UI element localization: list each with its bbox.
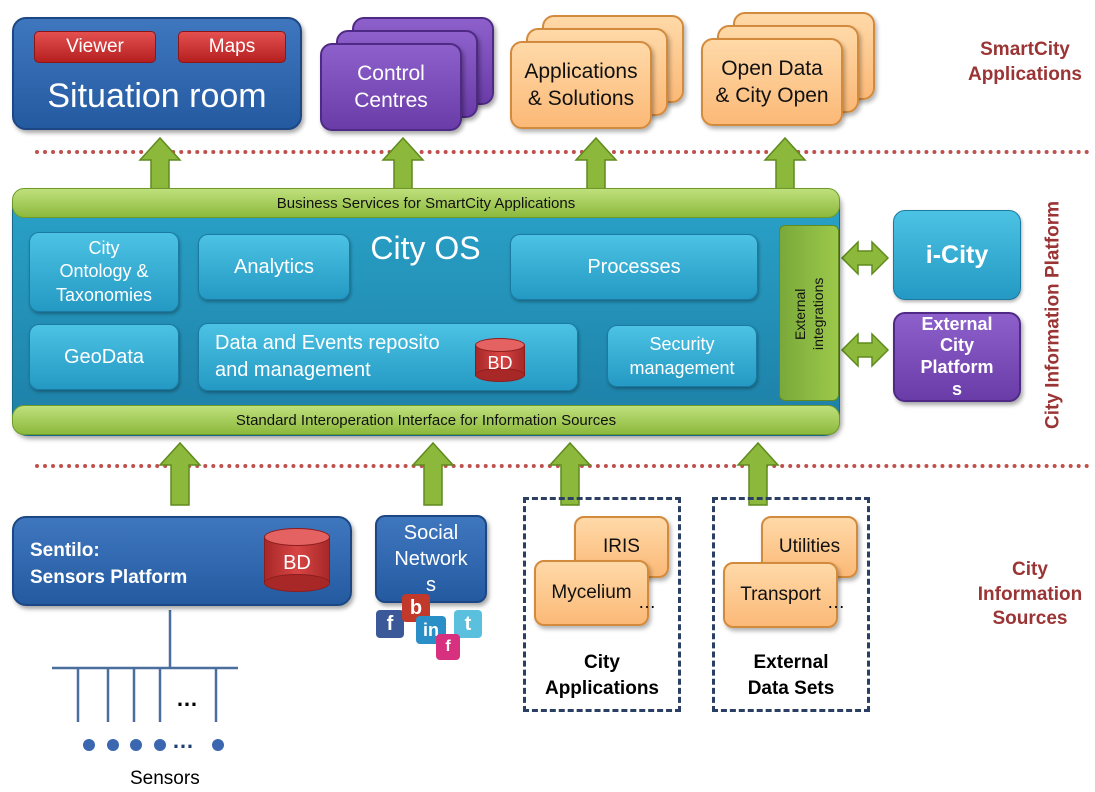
business-services-bar: Business Services for SmartCity Applicat… xyxy=(12,188,840,218)
security-box[interactable]: Security management xyxy=(607,325,757,387)
sensors-dots-ellipsis: … xyxy=(172,728,194,753)
maps-button[interactable]: Maps xyxy=(178,31,286,63)
arrow-external-platforms xyxy=(841,333,889,367)
arrow-icity xyxy=(841,241,889,275)
control-centres-box: Control Centres xyxy=(320,43,462,131)
situation-room-box: Viewer Maps Situation room xyxy=(12,17,302,130)
arrow-up-ext-data xyxy=(737,442,779,506)
bd-database-icon: BD xyxy=(475,338,525,382)
transport-box[interactable]: Transport xyxy=(723,562,838,628)
geodata-box[interactable]: GeoData xyxy=(29,324,179,390)
city-apps-ellipsis: … xyxy=(638,592,656,612)
twitter-icon[interactable]: t xyxy=(454,610,482,638)
analytics-box[interactable]: Analytics xyxy=(198,234,350,300)
applications-box: Applications & Solutions xyxy=(510,41,652,129)
sentilo-bd-label: BD xyxy=(283,551,311,574)
sensors-upper-ellipsis: … xyxy=(176,686,198,711)
city-applications-group: IRIS Mycelium … City Applications xyxy=(523,497,681,712)
sentilo-bd-icon: BD xyxy=(264,528,330,594)
smartcity-applications-label: SmartCity Applications xyxy=(967,39,1082,85)
top-divider xyxy=(35,150,1090,154)
arrow-up-social xyxy=(412,442,454,506)
sentilo-label: Sentilo: Sensors Platform xyxy=(30,540,188,588)
facebook-icon[interactable]: f xyxy=(376,610,404,638)
external-data-ellipsis: … xyxy=(827,592,845,612)
ontology-box[interactable]: City Ontology & Taxonomies xyxy=(29,232,179,312)
external-city-platforms-box[interactable]: External City Platform s xyxy=(893,312,1021,402)
foursquare-icon[interactable]: f xyxy=(436,634,460,660)
mycelium-box[interactable]: Mycelium xyxy=(534,560,649,626)
city-information-sources-label: City Information Sources xyxy=(977,559,1083,630)
open-data-box: Open Data & City Open xyxy=(701,38,843,126)
external-data-sets-label: External Data Sets xyxy=(747,652,835,699)
sentilo-box[interactable]: Sentilo: Sensors Platform BD xyxy=(12,516,352,606)
viewer-button[interactable]: Viewer xyxy=(34,31,156,63)
data-events-label: Data and Events reposito and management xyxy=(215,332,440,381)
standard-interface-bar: Standard Interoperation Interface for In… xyxy=(12,405,840,435)
city-applications-label: City Applications xyxy=(544,652,659,699)
icity-box[interactable]: i-City xyxy=(893,210,1021,300)
external-integrations-bar: External integrations xyxy=(779,225,839,401)
arrow-up-sentilo xyxy=(159,442,201,506)
bd-label: BD xyxy=(487,352,513,373)
city-os-title: City OS xyxy=(370,229,481,266)
data-events-box[interactable]: Data and Events reposito and management … xyxy=(198,323,578,391)
city-os-platform: Business Services for SmartCity Applicat… xyxy=(12,188,840,436)
external-data-sets-group: Utilities Transport … External Data Sets xyxy=(712,497,870,712)
external-integrations-label: External integrations xyxy=(791,277,826,351)
social-networks-box[interactable]: Social Network s xyxy=(375,515,487,603)
arrow-up-city-apps xyxy=(549,442,591,506)
sensors-label: Sensors xyxy=(130,768,200,789)
situation-room-title: Situation room xyxy=(47,76,267,115)
processes-box[interactable]: Processes xyxy=(510,234,758,300)
social-icons-cluster: f b in t f xyxy=(372,594,488,664)
